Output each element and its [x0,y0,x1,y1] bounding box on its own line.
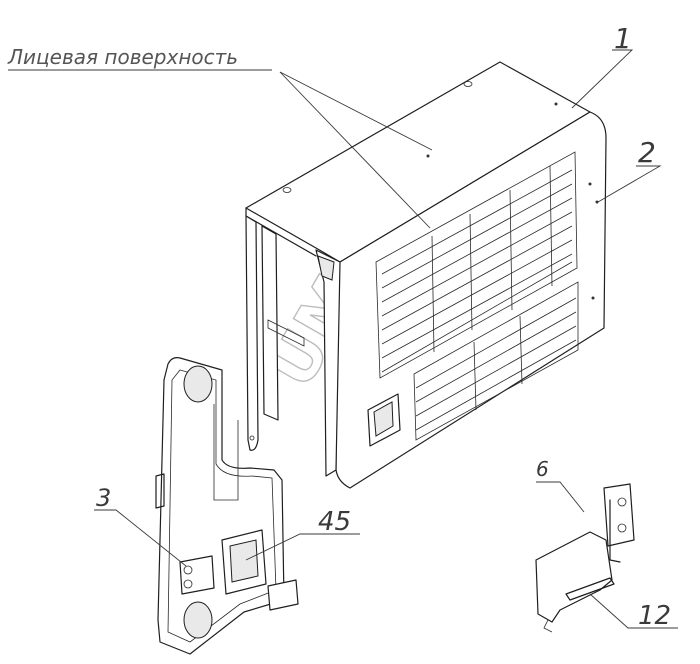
hinge-detail-3 [179,555,215,595]
lock-detail-45 [221,529,267,595]
upper-grille-frame [375,151,578,379]
inset-bolt-top [617,497,627,507]
lower-grille-ribs [473,315,523,411]
callout-6: 6 [536,457,549,481]
grille-side-dot-2 [595,200,599,204]
hood-top-hole-right [463,81,473,87]
callout-12: 12 [638,601,671,631]
leader-lines [94,49,678,629]
rear-bracket-left [245,215,259,451]
hood-assembly [245,61,607,489]
leader-12 [589,593,678,629]
hood-top-hole-left [282,187,292,193]
inset-bracket [603,483,635,547]
leader-1 [571,49,634,109]
grille-face-panel [335,111,607,489]
leader-2 [597,165,662,203]
upper-grille-slats [381,169,573,373]
side-panel-top-boss [183,365,213,403]
hood-rear-bracket [245,215,305,451]
inset-detail [535,483,635,633]
leader-caption-b [279,71,433,151]
hinge-plate [179,555,215,595]
inset-panel [535,531,613,623]
inset-post [609,499,621,563]
leader-caption-a [279,71,431,229]
callout-45: 45 [318,507,351,537]
hood-top-dot [426,154,430,158]
grille-side-dot-1 [588,182,592,186]
hood-post-cap [317,255,335,281]
lower-grille-slats [415,297,577,431]
side-panel-tab [155,473,165,509]
side-panel [155,357,299,655]
rear-bracket-hole [249,435,255,441]
lower-grille [413,281,579,441]
hinge-bolt-top [183,565,193,575]
grille-latch [367,393,401,447]
hinge-bolt-bottom [183,579,193,589]
side-panel-rib [213,404,239,501]
latch-handle [373,401,394,437]
leader-45 [245,533,360,561]
callout-1: 1 [614,22,632,55]
leader-6 [536,481,585,513]
caption-face-surface: Лицевая поверхность [7,45,238,69]
inset-bolt-bottom [617,523,627,533]
rear-bracket-strap [267,319,305,347]
rear-bracket-right [261,225,279,421]
upper-grille-ribs [431,165,553,353]
grille-side-dot-3 [591,296,595,300]
callout-2: 2 [638,136,656,169]
lock-handle [229,539,259,583]
inset-foot [543,619,553,633]
side-panel-foot-bracket [267,579,299,611]
side-panel-bottom-boss [183,601,213,639]
lower-grille-frame [413,281,579,441]
inset-hook-detail-12 [565,577,615,601]
leader-3 [94,509,187,567]
hood-top-dot-2 [554,102,558,106]
callout-3: 3 [96,484,111,512]
upper-grille [375,151,578,379]
